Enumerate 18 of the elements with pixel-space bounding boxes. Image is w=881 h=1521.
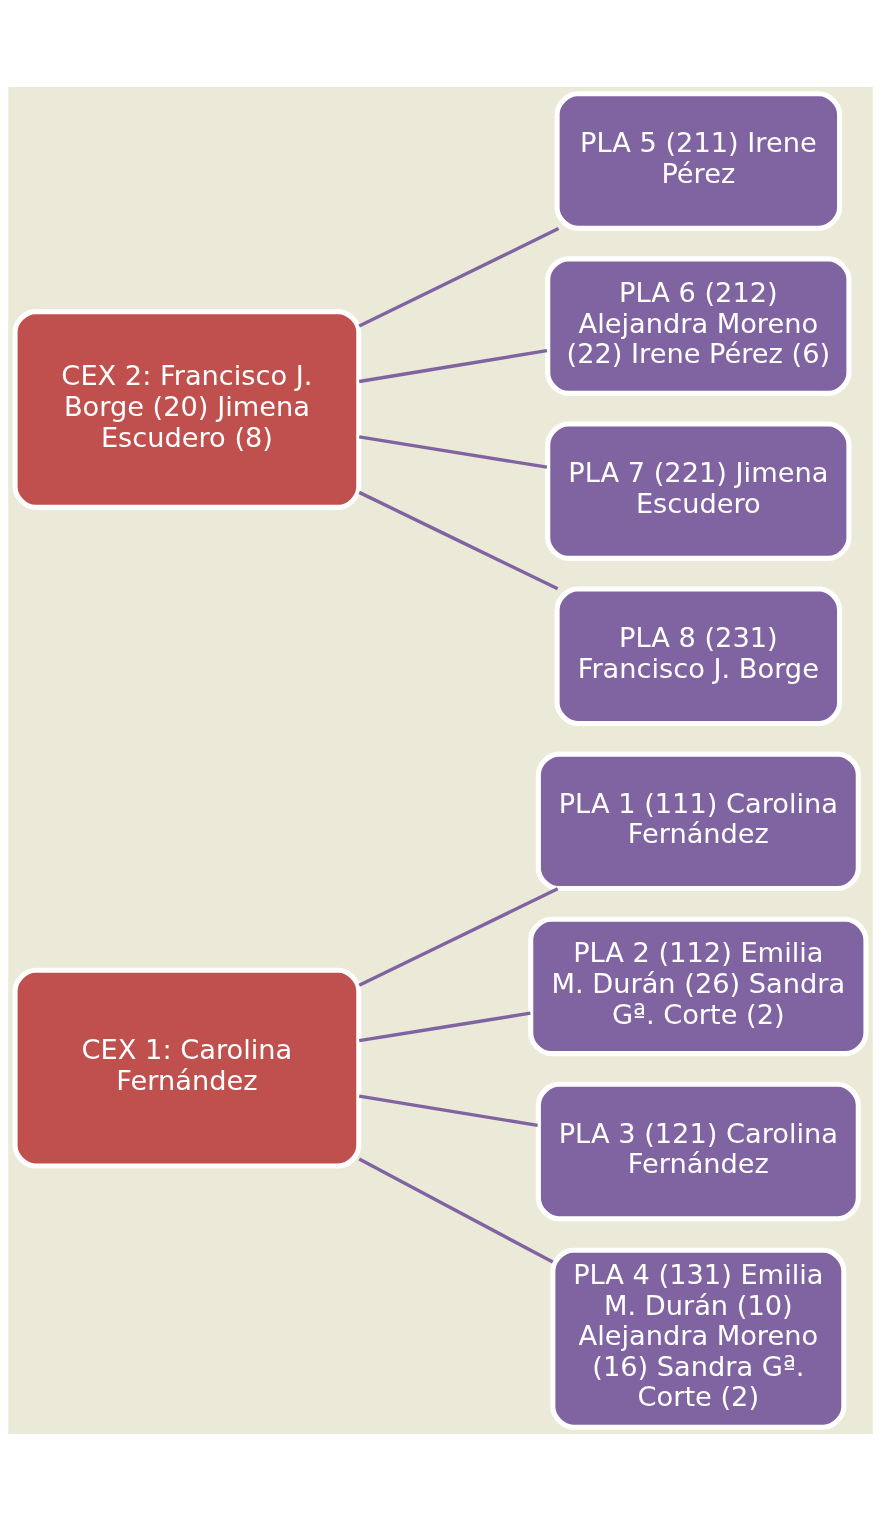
node-box: PLA 2 (112) Emilia M. Durán (26) Sandra Gª. Corte (2) — [528, 916, 869, 1057]
node-box: PLA 6 (212) Alejandra Moreno (22) Irene Pérez (6) — [545, 256, 852, 396]
node-box: PLA 8 (231) Francisco J. Borge — [554, 586, 843, 727]
node-box: CEX 1: Carolina Fernández — [12, 967, 362, 1169]
connector — [358, 1011, 531, 1043]
connector — [358, 349, 548, 384]
connector — [358, 435, 548, 469]
node-box: PLA 7 (221) Jimena Escudero — [545, 421, 852, 561]
connector — [358, 490, 559, 591]
node-box: PLA 5 (211) Irene Pérez — [554, 91, 843, 231]
node-box: PLA 1 (111) Carolina Fernández — [535, 751, 861, 892]
connector — [358, 1094, 538, 1128]
connector — [358, 227, 560, 328]
node-box: CEX 2: Francisco J. Borge (20) Jimena Escudero (8) — [12, 309, 362, 510]
connector — [358, 887, 559, 987]
node-box: PLA 3 (121) Carolina Fernández — [535, 1081, 861, 1222]
connector — [358, 1157, 554, 1264]
node-box: PLA 4 (131) Emilia M. Durán (10) Alejandra Moreno (16) Sandra Gª. Corte (2) — [550, 1247, 847, 1430]
